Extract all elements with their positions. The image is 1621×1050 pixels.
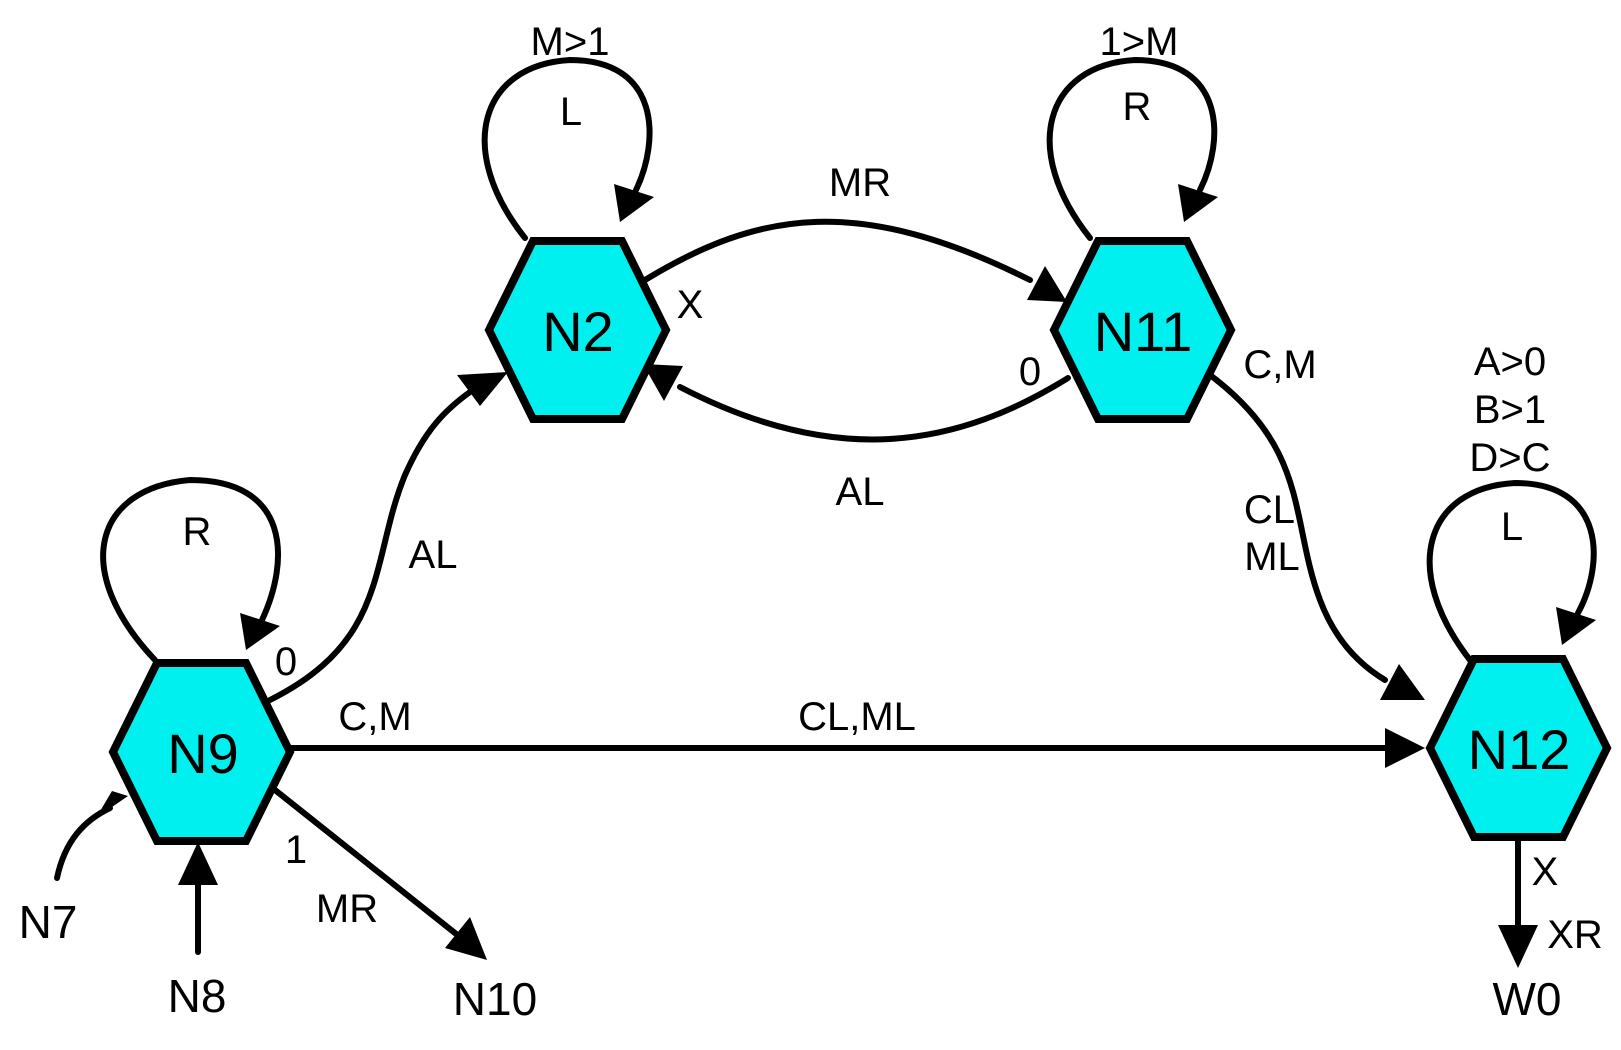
edge-n12-self bbox=[1426, 480, 1597, 663]
node-n9-shape bbox=[108, 659, 295, 845]
cond-n12-w0: X bbox=[1532, 850, 1559, 894]
label-n9-n12: CL,ML bbox=[798, 695, 916, 739]
cond-n2-n11: X bbox=[677, 283, 704, 327]
cond-n12-self-a: A>0 bbox=[1474, 340, 1546, 384]
cond-n11-self: 1>M bbox=[1100, 20, 1179, 64]
arrowhead-n11-self bbox=[1178, 184, 1218, 222]
label-n11-n12-line1: CL, bbox=[1244, 488, 1306, 532]
arrowhead-n9-n10 bbox=[445, 917, 487, 960]
external-n10: N10 bbox=[453, 973, 537, 1025]
node-n9: N9 bbox=[108, 659, 295, 845]
node-n2: N2 bbox=[484, 237, 671, 423]
cond-n2-self: M>1 bbox=[531, 20, 610, 64]
external-w0: W0 bbox=[1493, 973, 1562, 1025]
cond-n11-n2: 0 bbox=[1019, 350, 1041, 394]
edge-n11-n12 bbox=[1207, 372, 1388, 683]
label-n9-self: R bbox=[183, 510, 212, 554]
edge-n9-n2 bbox=[267, 389, 473, 703]
cond-n9-n12: C,M bbox=[338, 695, 411, 739]
label-n12-self: L bbox=[1501, 505, 1523, 549]
node-n11-shape bbox=[1049, 237, 1236, 423]
label-n12-w0: XR bbox=[1547, 913, 1603, 957]
arrowhead-n8-n9 bbox=[178, 842, 218, 885]
label-n9-n2: AL bbox=[409, 533, 458, 577]
edge-n9-n10 bbox=[272, 787, 463, 940]
external-n8: N8 bbox=[168, 970, 227, 1022]
arrowhead-n2-n11 bbox=[1027, 266, 1067, 302]
arrowhead-n12-w0 bbox=[1498, 925, 1538, 968]
edge-n2-self bbox=[481, 57, 653, 241]
external-n7: N7 bbox=[19, 896, 78, 948]
node-n12-shape bbox=[1425, 655, 1612, 841]
node-n2-label: N2 bbox=[542, 300, 614, 363]
arrowhead-n9-n2 bbox=[457, 372, 508, 406]
edge-n7-n9 bbox=[54, 805, 113, 881]
cond-n9-n2: 0 bbox=[275, 640, 297, 684]
label-n11-self: R bbox=[1123, 85, 1152, 129]
arrowhead-n11-n12 bbox=[1380, 664, 1425, 700]
edge-n11-self bbox=[1046, 57, 1218, 241]
node-n11: N11 bbox=[1049, 237, 1236, 423]
label-n11-n2: AL bbox=[836, 470, 885, 514]
arrowhead-n7-n9 bbox=[96, 791, 128, 818]
label-n2-self: L bbox=[560, 90, 582, 134]
arrowhead-n11-n2 bbox=[643, 364, 683, 401]
node-n9-label: N9 bbox=[167, 722, 239, 785]
label-n9-n10: MR bbox=[316, 887, 378, 931]
cond-n12-self-c: D>C bbox=[1469, 436, 1550, 480]
edge-n9-self bbox=[100, 477, 281, 663]
edge-n2-n11 bbox=[642, 218, 1033, 283]
arrowhead-n12-self bbox=[1556, 607, 1596, 645]
arrowhead-n2-self bbox=[614, 184, 654, 222]
node-n12-label: N12 bbox=[1468, 718, 1571, 781]
cond-n11-n12: C,M bbox=[1243, 343, 1316, 387]
cond-n12-self-b: B>1 bbox=[1474, 388, 1546, 432]
label-n2-n11: MR bbox=[829, 161, 891, 205]
node-n11-label: N11 bbox=[1094, 300, 1193, 363]
cond-n9-n10: 1 bbox=[285, 828, 307, 872]
arrowhead-n9-n12 bbox=[1385, 728, 1425, 768]
node-n12: N12 bbox=[1425, 655, 1612, 841]
node-n2-shape bbox=[484, 237, 671, 423]
label-n11-n12-line2: ML bbox=[1244, 535, 1300, 579]
arrowhead-n9-self bbox=[240, 613, 280, 650]
edge-n11-n2 bbox=[677, 375, 1071, 443]
